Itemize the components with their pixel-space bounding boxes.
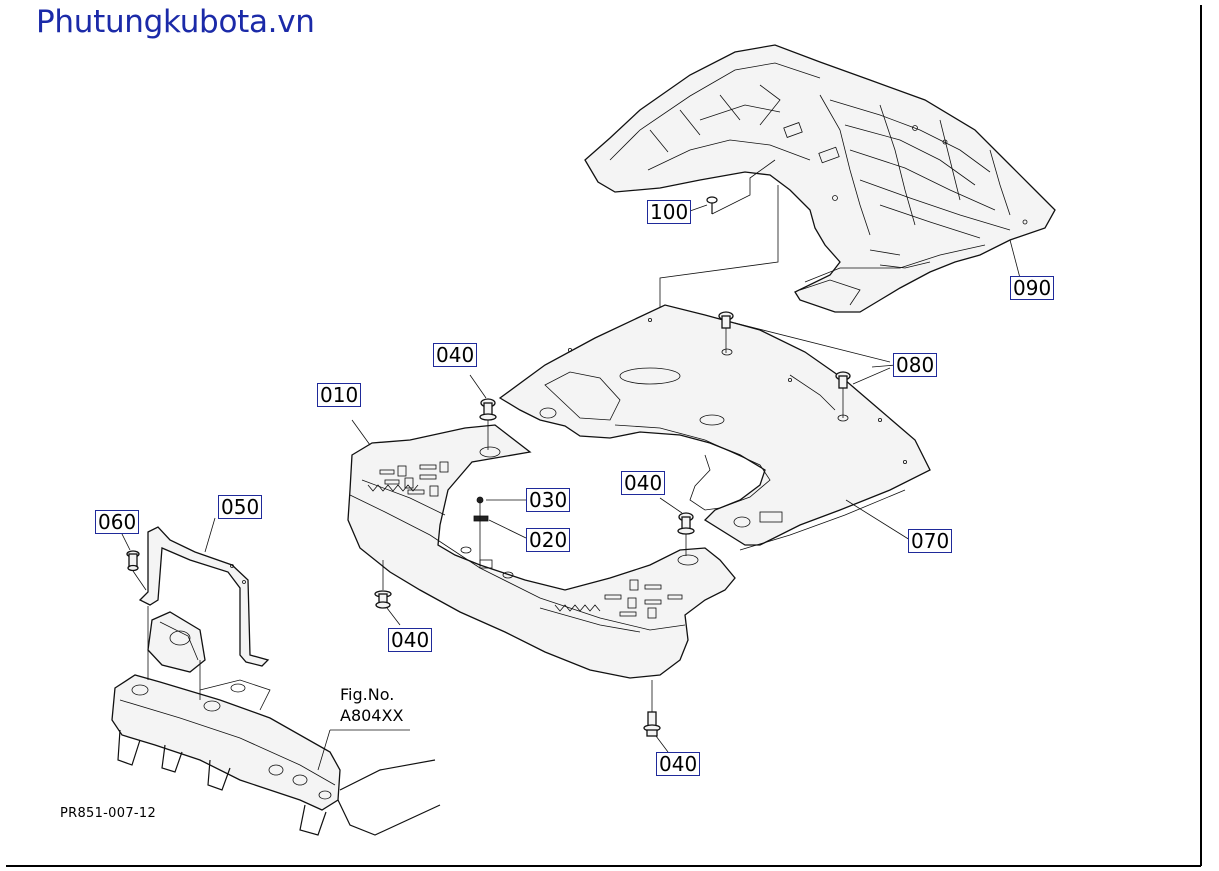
- leader-080: [871, 364, 897, 368]
- callout-020[interactable]: 020: [526, 528, 571, 552]
- part-090-upper-cover: [584, 44, 1056, 313]
- part-080-bolts: [718, 311, 891, 422]
- callout-060[interactable]: 060: [95, 510, 140, 534]
- callout-030[interactable]: 030: [526, 488, 571, 512]
- leader-070: [845, 499, 911, 541]
- leader-090: [1009, 239, 1021, 279]
- callout-040-top[interactable]: 040: [433, 343, 478, 367]
- part-030-020-hardware: [473, 496, 527, 565]
- callout-040-bottom[interactable]: 040: [656, 752, 701, 776]
- part-100-pin: [689, 159, 776, 215]
- part-060-bolt: [119, 529, 147, 591]
- part-010-lower-plate: [347, 419, 736, 679]
- drawing-reference-code: PR851-007-12: [60, 806, 157, 821]
- frame-assembly: [111, 606, 441, 836]
- callout-050[interactable]: 050: [218, 495, 263, 519]
- part-070-middle-plate: [498, 304, 931, 551]
- part-040-bolts: [374, 374, 695, 753]
- callout-040-left[interactable]: 040: [388, 628, 433, 652]
- callout-080[interactable]: 080: [893, 353, 938, 377]
- callout-100[interactable]: 100: [647, 200, 692, 224]
- part-050-bracket: [138, 517, 270, 667]
- figure-ref-number: A804XX: [340, 706, 404, 725]
- callout-090[interactable]: 090: [1010, 276, 1055, 300]
- watermark-site-name: Phutungkubota.vn: [36, 4, 315, 40]
- figure-ref-label: Fig.No.: [340, 685, 395, 704]
- callout-010[interactable]: 010: [317, 383, 362, 407]
- callout-040-right[interactable]: 040: [621, 471, 666, 495]
- callout-070[interactable]: 070: [908, 529, 953, 553]
